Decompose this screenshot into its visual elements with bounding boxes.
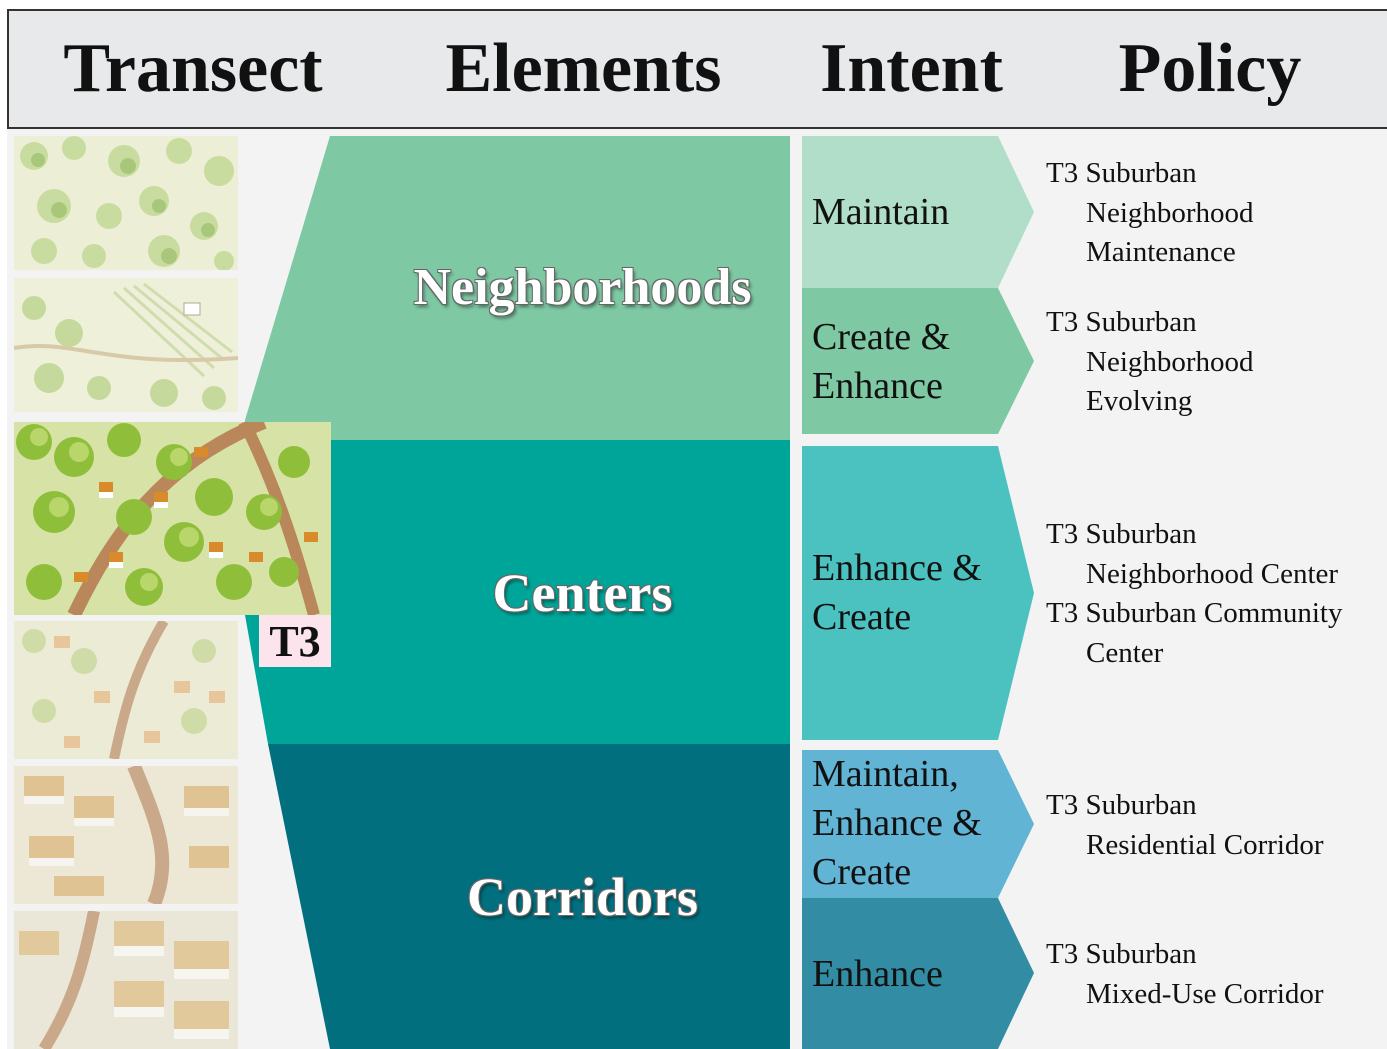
- intent-enhance-label: Enhance: [812, 950, 943, 999]
- element-centers-label: Centers: [492, 563, 673, 623]
- intent-line: Create &: [812, 316, 951, 358]
- policy-line: T3 Suburban: [1046, 157, 1197, 189]
- policy-line: T3 Suburban: [1046, 938, 1197, 970]
- intent-maintain-label: Maintain: [812, 188, 949, 237]
- policy-residential-corridor: T3 Suburban Residential Corridor: [1046, 786, 1324, 865]
- policy-line: T3 Suburban: [1046, 306, 1197, 338]
- downtown-sketch: [14, 911, 238, 1049]
- intent-line: Enhance &: [812, 547, 982, 589]
- policy-neighborhood-evolving: T3 Suburban Neighborhood Evolving: [1046, 303, 1254, 422]
- intent-maintain-chevron: [802, 136, 1034, 288]
- intent-line: Create: [812, 596, 912, 638]
- element-corridors-label: Corridors: [467, 867, 698, 927]
- intent-line: Enhance: [812, 953, 943, 995]
- policy-line: Center: [1086, 636, 1164, 669]
- policy-line: Residential Corridor: [1086, 828, 1324, 861]
- center-sketch: [14, 766, 238, 904]
- policy-line: Maintenance: [1086, 236, 1236, 268]
- policy-neighborhood-maintenance: T3 Suburban Neighborhood Maintenance: [1046, 154, 1254, 273]
- transect-t3-label: T3: [259, 615, 331, 667]
- intent-maintain-enhance-create-label: Maintain, Enhance & Create: [812, 750, 982, 897]
- policy-line: Mixed-Use Corridor: [1086, 977, 1324, 1010]
- intent-enhance-create-label: Enhance & Create: [812, 544, 982, 642]
- policy-centers: T3 Suburban Neighborhood Center T3 Subur…: [1046, 515, 1342, 673]
- policy-line: Neighborhood Center: [1086, 557, 1339, 590]
- centers-band: [245, 440, 790, 744]
- rural-landscape-sketch: [14, 278, 238, 412]
- header-policy: Policy: [1033, 9, 1387, 129]
- policy-mixed-use-corridor: T3 Suburban Mixed-Use Corridor: [1046, 935, 1324, 1014]
- neighborhoods-band: [245, 136, 790, 440]
- intent-line: Enhance: [812, 365, 943, 407]
- policy-line: Neighborhood: [1086, 345, 1254, 378]
- intent-maintain-enhance-create-chevron: [802, 750, 1034, 898]
- policy-line: Neighborhood: [1086, 196, 1254, 229]
- intent-line: Maintain,: [812, 753, 959, 795]
- intent-line: Enhance &: [812, 802, 982, 844]
- element-neighborhoods-label: Neighborhoods: [413, 259, 752, 316]
- intent-line: Maintain: [812, 191, 950, 233]
- header-transect: Transect: [7, 9, 379, 129]
- policy-line: T3 Suburban: [1046, 518, 1197, 550]
- intent-enhance-create-chevron: [802, 446, 1034, 740]
- urban-neighborhood-sketch: [14, 621, 238, 759]
- natural-landscape-sketch: [14, 136, 238, 270]
- policy-line: T3 Suburban: [1046, 789, 1197, 821]
- policy-line: T3 Suburban Community: [1046, 597, 1343, 629]
- header-intent: Intent: [790, 9, 1035, 129]
- suburban-landscape-sketch: [14, 422, 331, 615]
- intent-create-enhance-chevron: [802, 288, 1034, 434]
- intent-enhance-chevron: [802, 898, 1034, 1049]
- header-elements: Elements: [377, 9, 792, 129]
- corridors-band: [268, 744, 790, 1049]
- intent-create-enhance-label: Create & Enhance: [812, 313, 950, 411]
- policy-line: Evolving: [1086, 385, 1193, 417]
- intent-line: Create: [812, 851, 912, 893]
